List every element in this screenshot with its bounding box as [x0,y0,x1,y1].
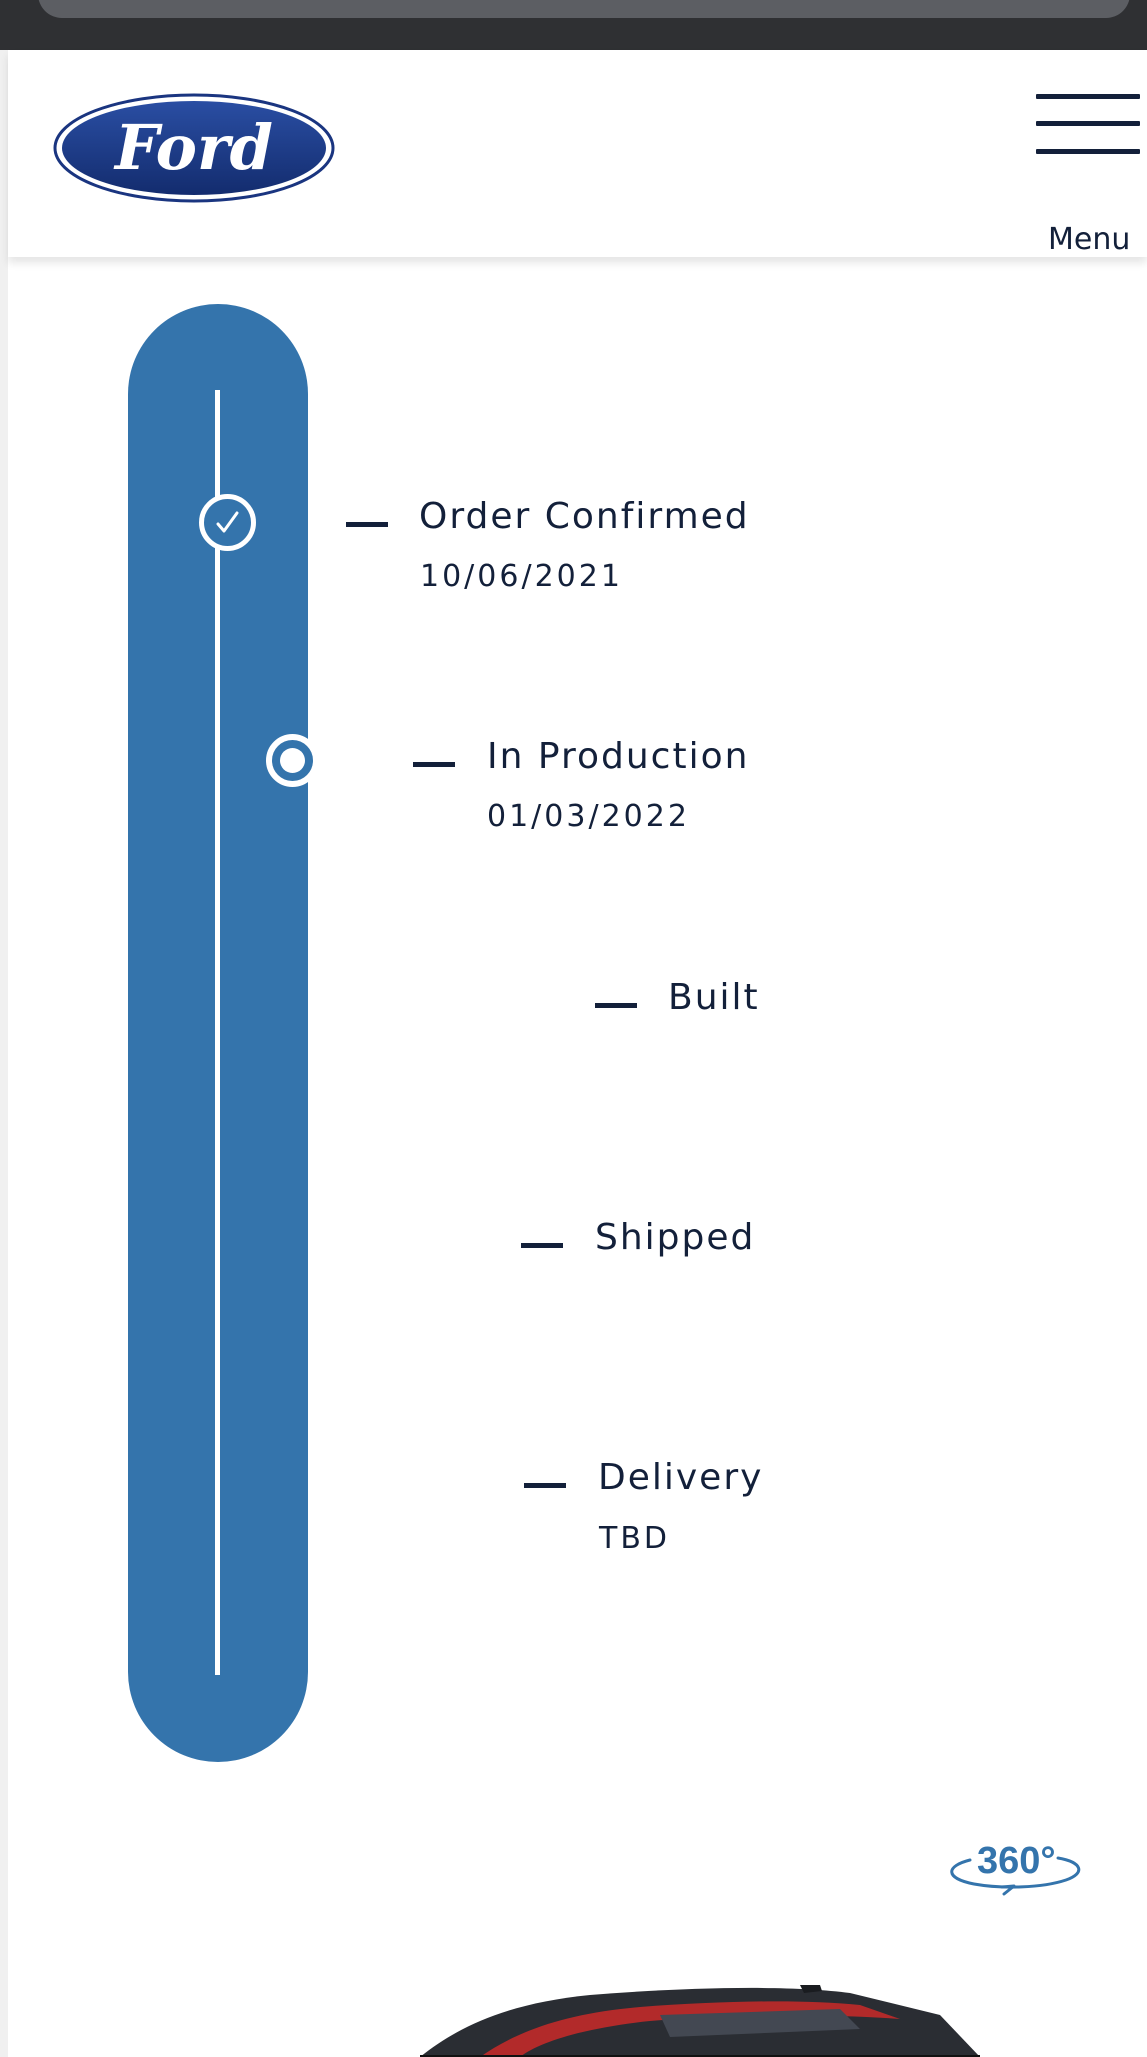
step-dash [346,522,388,527]
step-dash [595,1003,637,1008]
hamburger-icon-line [1036,149,1140,154]
rotate-360-label: 360° [977,1840,1056,1882]
vehicle-image[interactable] [420,1985,980,2057]
step-title-in-production: In Production [487,736,750,777]
browser-address-bar[interactable] [38,0,1130,18]
check-icon [199,494,256,551]
rotate-360-icon [950,1856,1081,1896]
rotate-360-button[interactable]: 360° [940,1838,1088,1898]
logo-wordmark: Ford [113,111,273,184]
step-title-order-confirmed: Order Confirmed [419,496,750,537]
step-dash [524,1483,566,1488]
hamburger-icon-line [1036,121,1140,126]
step-date-in-production: 01/03/2022 [487,799,690,834]
hamburger-icon [1036,94,1140,99]
step-title-shipped: Shipped [595,1217,756,1258]
current-step-icon [266,734,319,787]
site-header: Ford Menu [8,50,1147,257]
step-dash [521,1243,563,1248]
step-title-built: Built [668,977,760,1018]
step-date-order-confirmed: 10/06/2021 [420,559,623,594]
step-date-delivery: TBD [599,1521,671,1556]
step-dash [413,762,455,767]
browser-toolbar [0,0,1147,50]
menu-label: Menu [1048,222,1131,257]
ford-logo[interactable]: Ford [53,93,335,203]
menu-button[interactable]: Menu [1030,94,1140,257]
progress-line [215,390,220,1675]
page-edge [0,50,8,2057]
step-title-delivery: Delivery [598,1457,764,1498]
